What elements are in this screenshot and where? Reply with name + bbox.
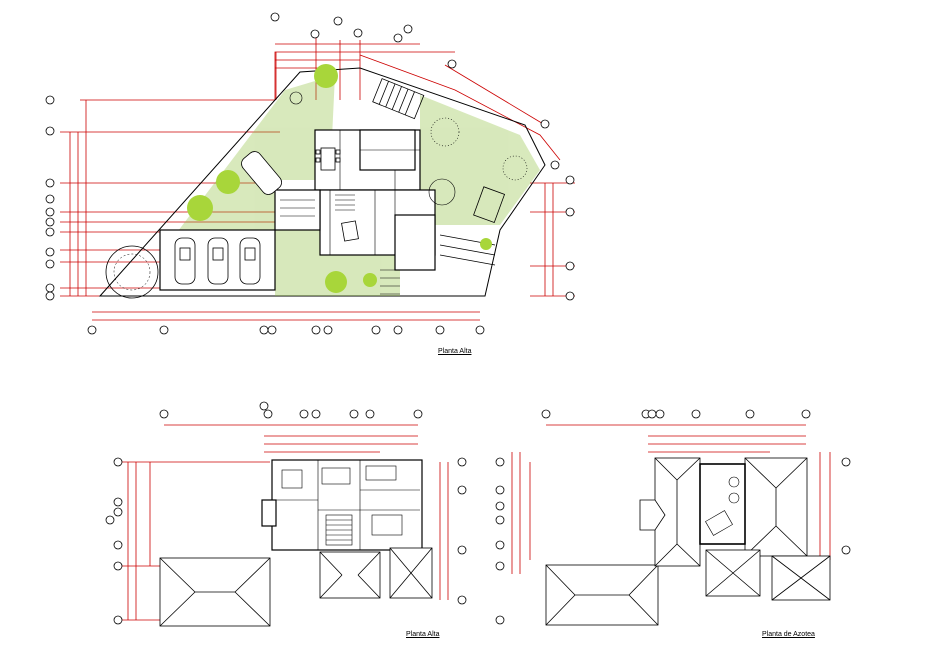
upper-axis-bubbles — [105, 401, 467, 625]
roof-flat-slab — [699, 463, 746, 545]
site-trees — [105, 64, 528, 299]
site-plan-title: Planta Alta — [438, 348, 472, 355]
dining-table — [315, 147, 359, 242]
roof-axis-bubbles — [495, 409, 851, 625]
roof-hip-roofs — [545, 457, 831, 626]
site-plan-drawing — [45, 12, 575, 335]
garage-cars — [174, 151, 282, 285]
roof-plan-title: Planta de Azotea — [762, 631, 815, 638]
upper-floor-lower-roofs — [159, 547, 433, 627]
upper-floor-interior — [272, 460, 420, 550]
roof-water-tanks — [705, 476, 740, 536]
upper-floor-drawing — [105, 401, 467, 627]
roof-plan-drawing — [495, 409, 851, 626]
upper-floor-walls — [261, 459, 423, 551]
upper-floor-plan-title: Planta Alta — [406, 631, 440, 638]
site-axis-bubbles — [45, 12, 575, 335]
roof-dimension-lines — [511, 424, 831, 574]
